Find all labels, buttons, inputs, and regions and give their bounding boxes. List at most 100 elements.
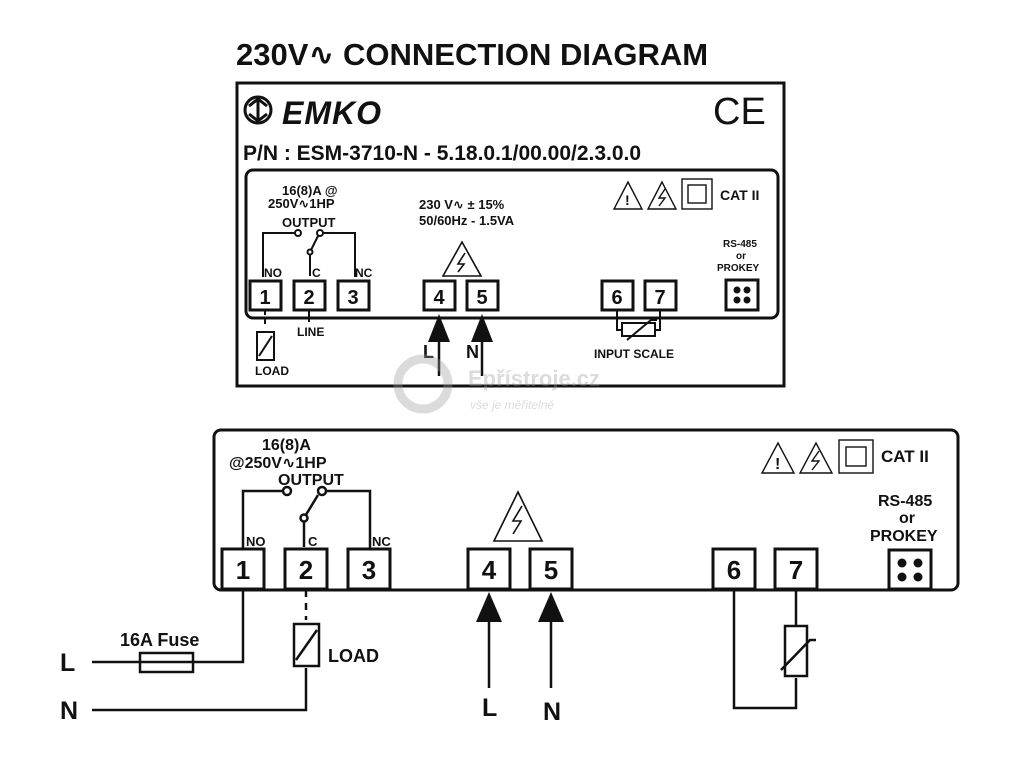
terminal-5: 5 [528,547,574,591]
svg-text:3: 3 [347,287,358,309]
relay-rating: 16(8)A [262,437,311,454]
relay-contacts [262,229,356,277]
output-label: OUTPUT [282,215,336,230]
label-terminal-3: 3 [336,279,371,312]
input-scale-label: INPUT SCALE [594,347,674,361]
label-terminal-5: 5 [465,279,500,312]
rs485-connector-icon [724,278,760,312]
watermark-logo-icon [393,354,453,414]
terminal-tag-no: NO [264,266,282,280]
terminal-3: 3 [346,547,392,591]
category-rating: CAT II [881,447,929,466]
prokey-label: PROKEY [870,528,938,545]
svg-text:!: ! [775,456,780,473]
terminal-7: 7 [773,547,819,591]
watermark-site: Epřístroje.cz [468,366,600,391]
label-terminal-1: 1 [248,279,283,312]
svg-text:2: 2 [299,555,313,585]
rs485-label: RS-485 [878,493,932,510]
ce-mark: CE [713,91,766,133]
fuse-label: 16A Fuse [120,630,199,650]
phase-arrow-icon [476,592,502,688]
phase-arrow-icon [428,314,450,376]
rs485-or: or [899,510,915,527]
line-label: LINE [297,325,324,339]
svg-text:4: 4 [433,287,445,309]
svg-text:7: 7 [789,555,803,585]
svg-text:7: 7 [654,287,665,309]
diagram-title: 230V∿ CONNECTION DIAGRAM [236,37,708,72]
label-frame [235,81,786,388]
relay-rating-voltage: 250V∿1HP [268,196,335,211]
svg-text:!: ! [625,192,630,208]
wiring-diagram: 16(8)A @250V∿1HP OUTPUT NO C NC ! [60,428,960,726]
svg-text:3: 3 [362,555,376,585]
load-icon [292,622,321,668]
rs485-or: or [736,251,746,262]
neutral-label: N [466,342,479,362]
device-label: EMKO CE P/N : ESM-3710-N - 5.18.0.1/00.0… [235,81,786,388]
supply-voltage: 230 V∿ ± 15% [419,197,505,212]
svg-text:1: 1 [236,555,250,585]
svg-text:4: 4 [482,555,497,585]
supply-frequency: 50/60Hz - 1.5VA [419,213,515,228]
input-sensor-icon [780,624,816,678]
double-insulation-icon [681,178,713,210]
neutral-label: N [543,698,561,726]
output-label: OUTPUT [278,472,344,489]
supply-wiring [92,590,308,712]
relay-rating-voltage: @250V∿1HP [229,455,327,472]
input-sensor-icon [616,310,661,341]
rs485-connector-icon [887,548,933,591]
neutral-wire-label: N [60,697,78,725]
high-voltage-icon [441,240,483,277]
neutral-arrow-icon [471,314,493,376]
terminal-tag-no: NO [246,534,266,549]
relay-rating: 16(8)A @ [282,183,338,198]
emko-logo: EMKO [243,95,382,131]
phase-wire-label: L [60,649,75,677]
terminal-tag-c: C [308,534,318,549]
high-voltage-icon [492,490,544,542]
label-load-wiring [256,310,310,361]
svg-text:2: 2 [303,287,314,309]
label-terminal-6: 6 [600,279,635,312]
terminal-tag-nc: NC [372,534,391,549]
load-label: LOAD [328,646,379,666]
part-number: P/N : ESM-3710-N - 5.18.0.1/00.00/2.3.0.… [243,142,641,165]
warning-icon: ! [612,180,644,210]
neutral-arrow-icon [538,592,564,688]
terminal-tag-nc: NC [355,266,373,280]
watermark-tagline: vše je měřitelné [470,398,554,412]
terminal-1: 1 [220,547,266,591]
shock-hazard-icon [646,180,678,210]
svg-text:6: 6 [727,555,741,585]
double-insulation-icon [838,439,874,474]
svg-text:6: 6 [611,287,622,309]
shock-hazard-icon [798,441,834,474]
watermark: Epřístroje.cz vše je měřitelné [393,354,600,414]
warning-icon: ! [760,441,796,474]
prokey-label: PROKEY [717,263,760,274]
sensor-wiring [732,590,798,710]
svg-text:5: 5 [476,287,487,309]
phase-label: L [423,342,434,362]
inner-panel [244,168,780,320]
device-body [212,428,960,592]
label-terminal-7: 7 [643,279,678,312]
phase-label: L [482,694,497,722]
category-rating: CAT II [720,187,759,203]
label-terminal-2: 2 [292,279,327,312]
svg-text:5: 5 [544,555,558,585]
load-label: LOAD [255,364,289,378]
terminal-2: 2 [283,547,329,591]
terminal-6: 6 [711,547,757,591]
svg-text:1: 1 [259,287,270,309]
brand-name: EMKO [282,95,382,131]
terminal-4: 4 [466,547,512,591]
rs485-label: RS-485 [723,239,757,250]
label-terminal-4: 4 [422,279,457,312]
emko-emblem-icon [243,95,273,125]
relay-contacts [241,485,372,548]
